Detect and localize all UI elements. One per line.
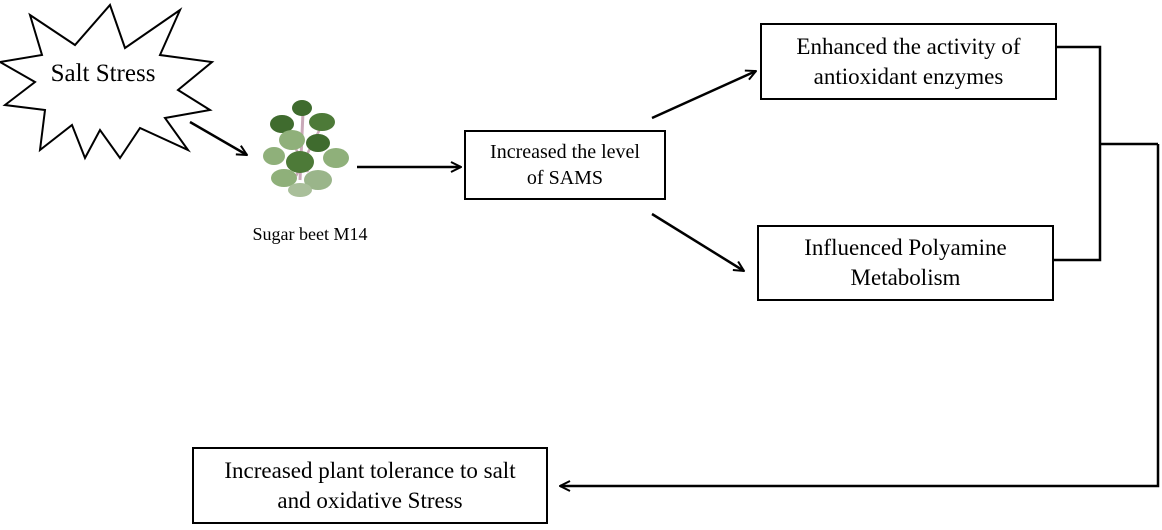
salt-stress-burst	[0, 3, 215, 161]
sams-box-line-2: of SAMS	[526, 167, 604, 189]
salt-stress-label: Salt Stress	[50, 60, 156, 87]
antioxidant-box-line-2: antioxidant enzymes	[813, 63, 1004, 89]
plant-tolerance-box: Increased plant tolerance to salt and ox…	[192, 447, 548, 524]
arrow-sams-to-polyamine	[651, 212, 744, 271]
polyamine-metabolism-box: Influenced Polyamine Metabolism	[757, 225, 1054, 301]
arrow-stress-to-plant	[189, 120, 247, 155]
tolerance-box-line-2: and oxidative Stress	[277, 487, 463, 513]
sams-level-box: Increased the level of SAMS	[464, 130, 666, 200]
plant-label: Sugar beet M14	[252, 224, 368, 244]
tolerance-box-line-1: Increased plant tolerance to salt	[224, 457, 516, 483]
polyamine-box-line-2: Metabolism	[850, 265, 961, 290]
arrow-to-tolerance	[560, 144, 1160, 486]
sugar-beet-plant-image	[263, 100, 349, 197]
bracket-connector	[1054, 45, 1102, 262]
antioxidant-enzymes-box: Enhanced the activity of antioxidant enz…	[760, 23, 1057, 100]
arrow-sams-to-antioxidant	[651, 71, 756, 120]
polyamine-box-line-1: Influenced Polyamine	[804, 235, 1007, 261]
sams-box-line-1: Increased the level	[490, 141, 640, 163]
antioxidant-box-line-1: Enhanced the activity of	[796, 33, 1021, 59]
